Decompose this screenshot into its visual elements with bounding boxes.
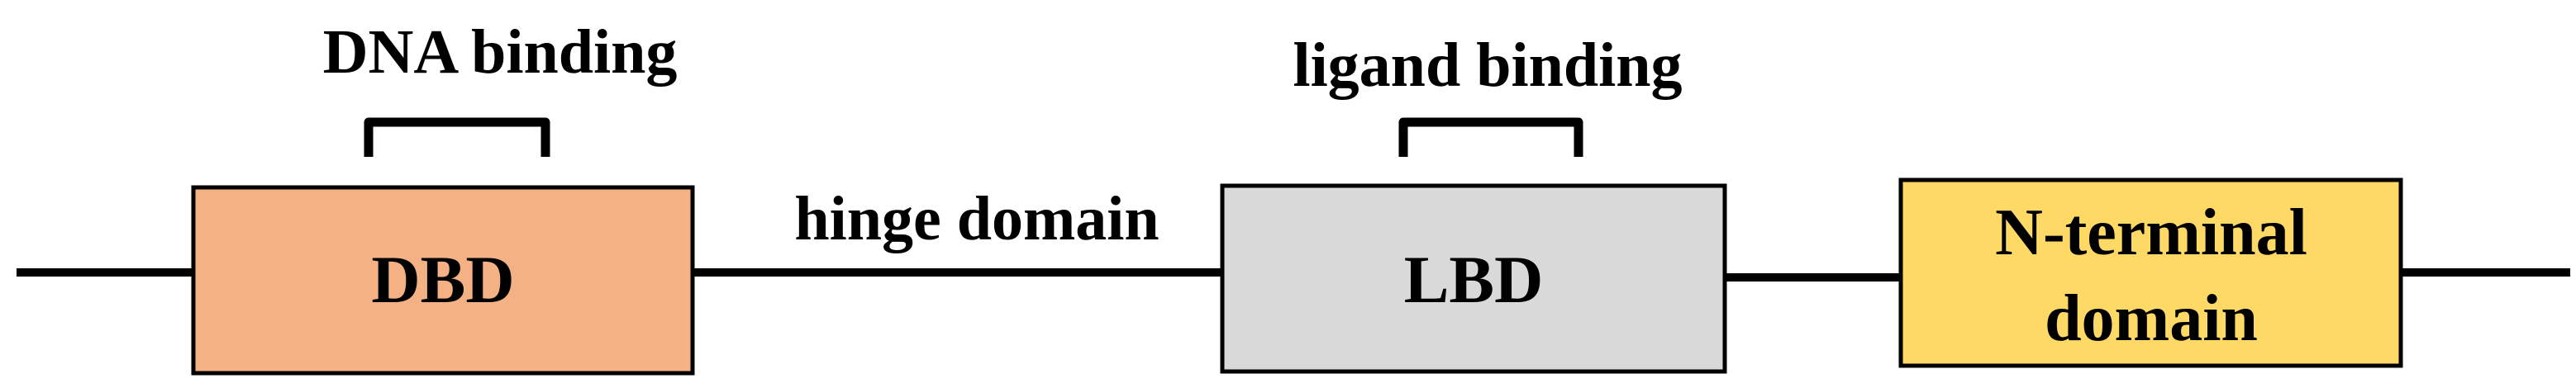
n-terminal-domain: N-terminal domain [1898,177,2403,368]
dbd-label: DBD [371,242,514,317]
lbd-domain: LBD [1220,183,1727,374]
backbone-line [17,268,2570,282]
dna-binding-bracket [364,117,550,157]
ligand-binding-annotation: ligand binding [1293,31,1683,157]
dbd-box [191,185,695,376]
dna-binding-label: DNA binding [323,17,678,87]
n-terminal-box [1898,177,2403,368]
ligand-binding-label: ligand binding [1293,31,1682,100]
lbd-label: LBD [1404,242,1544,317]
n-terminal-label-line2: domain [2045,282,2258,355]
dbd-domain: DBD [191,185,695,376]
n-terminal-label-line1: N-terminal [1995,196,2307,269]
hinge-domain-label: hinge domain [794,184,1159,253]
lbd-box [1220,183,1727,374]
dna-binding-annotation: DNA binding [323,17,678,157]
ligand-binding-bracket [1398,117,1583,157]
